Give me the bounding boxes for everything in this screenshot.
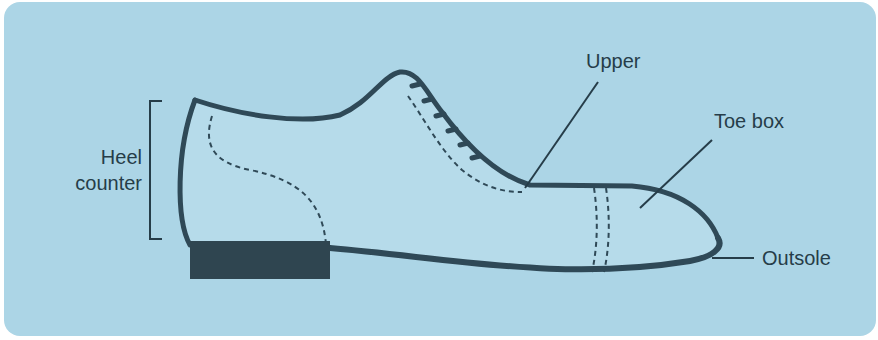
toe-cap-seam [604, 188, 609, 272]
upper-outline [195, 72, 718, 238]
heel-seam [209, 116, 326, 244]
shoe-fill [181, 72, 719, 268]
part-label: Heel counter [50, 144, 142, 196]
leader-line [640, 140, 712, 208]
part-label: Outsole [762, 245, 831, 271]
heel-block [190, 241, 330, 279]
part-label: Upper [586, 48, 640, 74]
background-panel [4, 2, 876, 336]
leader-line [712, 257, 754, 259]
toe-cap-seam [592, 188, 597, 272]
part-label: Toe box [714, 108, 784, 134]
heel-back-outline [180, 100, 195, 245]
leader-line [525, 82, 598, 188]
facing-seam [408, 96, 522, 192]
outsole-line [330, 238, 720, 269]
heel-bracket [150, 101, 162, 239]
